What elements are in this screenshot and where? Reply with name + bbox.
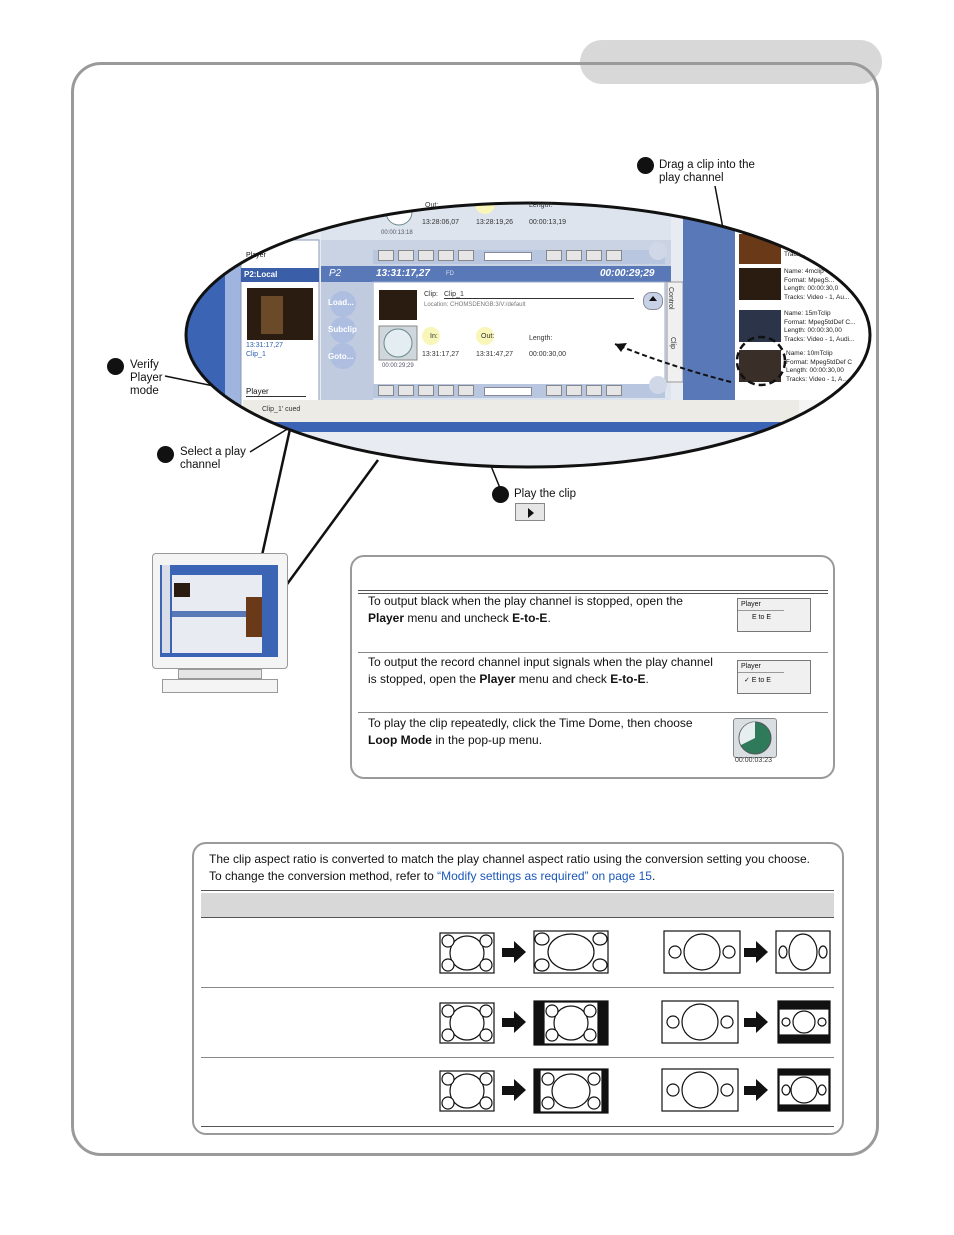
aspect-intro-line: To change the conversion method, refer t… <box>209 868 829 885</box>
rewind-button[interactable] <box>378 250 394 261</box>
tab-control[interactable]: Control <box>667 287 674 310</box>
bin-item-line: Format: Mpeg5tdDef C <box>786 359 852 368</box>
player-menu-image: Player E to E <box>737 598 811 632</box>
goto-button[interactable]: Goto... <box>328 352 353 361</box>
bin-item-line: Format: MpegS... <box>784 277 849 286</box>
status-text: Clip_1' cued <box>262 406 300 413</box>
stop-button[interactable] <box>398 250 414 261</box>
divider <box>201 890 834 891</box>
tip-loop-mode: To play the clip repeatedly, click the T… <box>368 715 718 749</box>
in-time[interactable]: 13:31:17,27 <box>422 351 459 358</box>
bin-item[interactable]: Name: 4mclip Format: MpegS... Length: 00… <box>784 268 849 302</box>
bin-item-line: Format: Mpeg5tdDef C... <box>784 319 856 328</box>
record-button[interactable] <box>458 385 474 396</box>
channel-label: P2 <box>329 268 341 279</box>
bin-item[interactable]: Name: 10mTclip Format: Mpeg5tdDef C Leng… <box>786 350 852 384</box>
prev-button[interactable] <box>546 250 562 261</box>
shuttle-slider[interactable] <box>484 387 532 396</box>
bin-item-line: Name: 10mTclip <box>786 350 852 359</box>
channel-remaining: 00:00:29;29 <box>600 268 654 279</box>
play-button[interactable] <box>438 250 454 261</box>
dome-time-label: 00:00:03:23 <box>735 757 772 764</box>
app-screenshot <box>183 200 873 470</box>
eject-icon <box>649 296 657 301</box>
bin-item-line: Tracks: Video - 1, Audi... <box>784 336 856 345</box>
player-menu-image: Player ✓ E to E <box>737 660 811 694</box>
bin-item-line: Tracks: Video - 1, Au... <box>784 294 849 303</box>
time-dome <box>733 718 777 758</box>
tip-output-black: To output black when the play channel is… <box>368 593 718 627</box>
step-back-button[interactable] <box>566 385 582 396</box>
step-back-button[interactable] <box>566 250 582 261</box>
length-value: 00:00:30,00 <box>529 351 566 358</box>
divider <box>201 1126 834 1127</box>
stop-button[interactable] <box>398 385 414 396</box>
top-out-label: Out: <box>425 202 438 209</box>
transport-controls <box>378 385 658 397</box>
rewind-button[interactable] <box>378 385 394 396</box>
step-forward-button[interactable] <box>586 385 602 396</box>
out-time[interactable]: 13:31:47,27 <box>476 351 513 358</box>
menu-title: Player <box>738 661 784 673</box>
bin-item-line: Length: 00:00:30,00 <box>786 367 852 376</box>
channel-timecode: 13:31:17,27 <box>376 268 430 279</box>
top-length-label: Length: <box>529 202 552 209</box>
bin-item[interactable]: Name: 15mTclip Format: Mpeg5tdDef C... L… <box>784 310 856 344</box>
load-button[interactable]: Load... <box>328 298 354 307</box>
clip-location: Location: CHOMSDENGB:3/V:/default <box>424 302 526 308</box>
aspect-intro: The clip aspect ratio is converted to ma… <box>209 851 829 885</box>
eject-button[interactable] <box>643 292 663 310</box>
subclip-button[interactable]: Subclip <box>328 325 357 334</box>
left-timecode: 13:31:17,27 <box>246 342 283 349</box>
player-label-top: Player <box>246 252 266 259</box>
aspect-intro-line: The clip aspect ratio is converted to ma… <box>209 851 829 868</box>
play-button[interactable] <box>438 385 454 396</box>
bin-item-line: Tracks: Video - 1, A... <box>786 376 852 385</box>
next-button[interactable] <box>606 250 622 261</box>
player-mode-select[interactable]: Player <box>246 387 306 397</box>
shuttle-slider[interactable] <box>484 252 532 261</box>
bin-item-line: Length: 00:00:30,00 <box>784 327 856 336</box>
step-forward-button[interactable] <box>586 250 602 261</box>
dome-time: 00:00:29;29 <box>382 363 414 369</box>
channel-name-tab[interactable]: P2:Local <box>244 270 277 279</box>
table-header <box>201 893 834 918</box>
clip-name-field[interactable]: Clip_1 <box>444 291 634 299</box>
channel-fd: FD <box>446 271 454 277</box>
bin-item-line: Name: 15mTclip <box>784 310 856 319</box>
tab-clip[interactable]: Clip <box>669 337 676 349</box>
monitor-illustration <box>152 553 288 693</box>
menu-item: E to E <box>738 611 810 621</box>
clip-label: Clip: <box>424 291 438 298</box>
menu-title: Player <box>738 599 784 611</box>
bin-item-line: Length: 00:00:30,0 <box>784 285 849 294</box>
conversion-diagrams <box>430 925 840 1120</box>
left-clip-name: Clip_1 <box>246 351 266 358</box>
settings-link[interactable]: “Modify settings as required” on page 15 <box>437 869 652 883</box>
top-in-time: 13:28:06,07 <box>422 219 459 226</box>
bin-item-line: Track... <box>784 251 805 259</box>
transport-controls-top <box>378 250 658 262</box>
time-dome-icon <box>734 719 776 757</box>
top-dome-time: 00:00:13:18 <box>381 230 413 236</box>
out-label: Out: <box>481 333 494 340</box>
bin-item-line: Name: 4mclip <box>784 268 849 277</box>
tip-input-signals: To output the record channel input signa… <box>368 654 718 688</box>
record-button[interactable] <box>458 250 474 261</box>
divider <box>358 590 828 591</box>
divider <box>358 652 828 653</box>
in-label: In: <box>430 333 438 340</box>
fast-forward-button[interactable] <box>418 250 434 261</box>
length-label: Length: <box>529 335 552 342</box>
prev-button[interactable] <box>546 385 562 396</box>
next-button[interactable] <box>606 385 622 396</box>
menu-item: ✓ E to E <box>738 673 810 684</box>
divider <box>358 712 828 713</box>
bin-item[interactable]: Track... <box>784 251 805 259</box>
fast-forward-button[interactable] <box>418 385 434 396</box>
top-out-time: 13:28:19,26 <box>476 219 513 226</box>
top-length: 00:00:13,19 <box>529 219 566 226</box>
